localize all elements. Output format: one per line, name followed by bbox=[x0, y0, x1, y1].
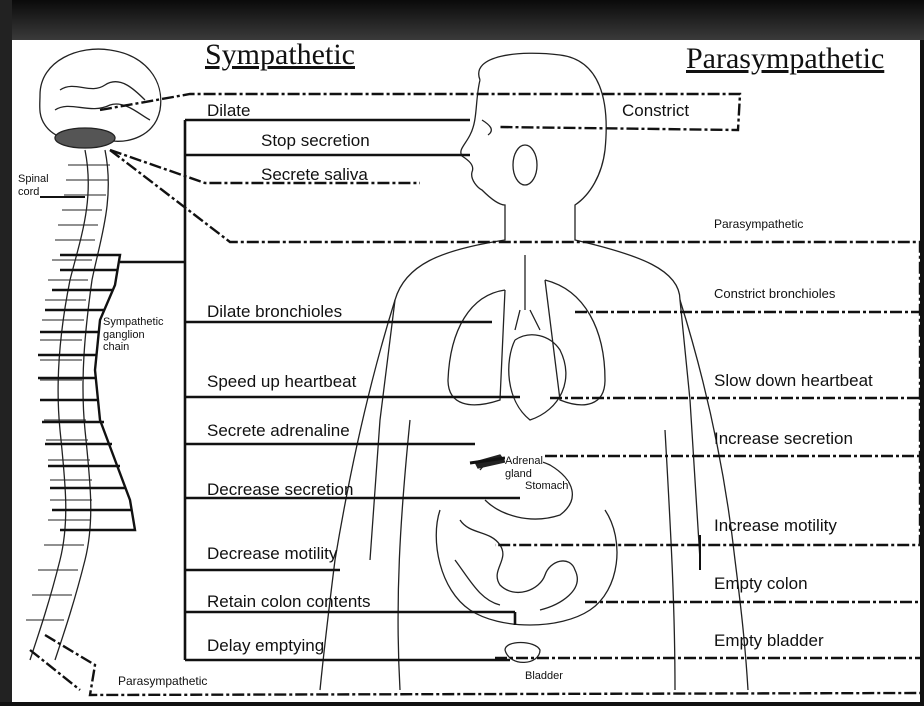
para-effect-constrict: Constrict bbox=[622, 102, 689, 119]
ganglion-chain bbox=[38, 255, 135, 530]
symp-effect-dilate: Dilate bbox=[207, 102, 250, 119]
symp-effect-secrete-adrenaline: Secrete adrenaline bbox=[207, 422, 350, 439]
para-effect-slow-down-heartbeat: Slow down heartbeat bbox=[714, 372, 873, 389]
intestines-outline bbox=[436, 510, 617, 625]
heading-sympathetic: Sympathetic bbox=[205, 40, 355, 70]
para-effect-constrict-bronchioles: Constrict bronchioles bbox=[714, 287, 835, 300]
lungs-outline bbox=[448, 280, 605, 405]
parasympathetic-bottom-label: Parasympathetic bbox=[118, 675, 207, 687]
para-effect-increase-secretion: Increase secretion bbox=[714, 430, 853, 447]
symp-effect-secrete-saliva: Secrete saliva bbox=[261, 166, 368, 183]
symp-effect-stop-secretion: Stop secretion bbox=[261, 132, 370, 149]
symp-effect-delay-emptying: Delay emptying bbox=[207, 637, 324, 654]
bladder-outline bbox=[505, 643, 540, 663]
para-effect-empty-colon: Empty colon bbox=[714, 575, 808, 592]
parasympathetic-mid-label: Parasympathetic bbox=[714, 218, 803, 230]
heading-parasympathetic: Parasympathetic bbox=[686, 44, 884, 74]
stomach-label: Stomach bbox=[525, 481, 568, 492]
symp-effect-dilate-bronchioles: Dilate bronchioles bbox=[207, 303, 342, 320]
para-effect-increase-motility: Increase motility bbox=[714, 517, 837, 534]
ganglion-chain-label: Sympathetic ganglion chain bbox=[103, 316, 164, 354]
bladder-label: Bladder bbox=[525, 671, 563, 682]
symp-effect-retain-colon-contents: Retain colon contents bbox=[207, 593, 371, 610]
para-effect-empty-bladder: Empty bladder bbox=[714, 632, 824, 649]
symp-effect-decrease-motility: Decrease motility bbox=[207, 545, 337, 562]
brain-outline bbox=[40, 49, 161, 142]
symp-effect-speed-up-heartbeat: Speed up heartbeat bbox=[207, 373, 356, 390]
adrenal-gland-label: Adrenal gland bbox=[505, 455, 543, 480]
symp-effect-decrease-secretion: Decrease secretion bbox=[207, 481, 353, 498]
spinal-column-outline bbox=[30, 150, 88, 660]
spinal-cord-label: Spinal cord bbox=[18, 173, 49, 198]
